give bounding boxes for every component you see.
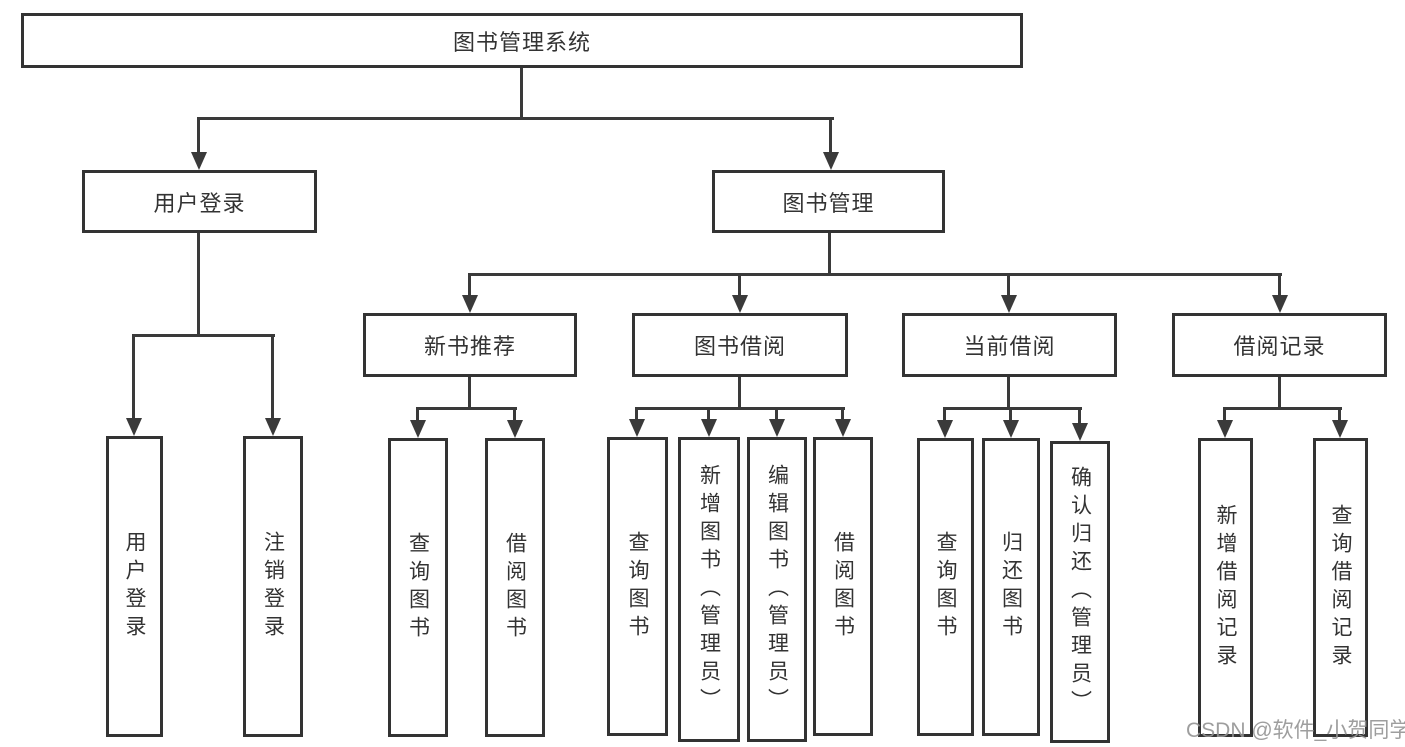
node-label: 借阅图书 xyxy=(831,530,855,643)
arrowhead-down-icon xyxy=(1003,420,1019,438)
connector-vline xyxy=(738,375,741,409)
node-label: 新增图书（管理员） xyxy=(697,463,721,716)
node-label: 确认归还（管理员） xyxy=(1068,466,1092,718)
arrowhead-down-icon xyxy=(462,295,478,313)
connector-vline xyxy=(132,334,135,418)
arrowhead-down-icon xyxy=(126,418,142,436)
node-label: 借阅记录 xyxy=(1233,334,1326,359)
node-leaf-add-book-admin: 新增图书（管理员） xyxy=(678,437,740,742)
connector-hline xyxy=(468,273,1282,276)
node-root: 图书管理系统 xyxy=(21,13,1023,68)
arrowhead-down-icon xyxy=(769,419,785,437)
arrowhead-down-icon xyxy=(823,152,839,170)
connector-vline xyxy=(775,407,778,419)
node-new-book-recommend: 新书推荐 xyxy=(363,313,577,377)
connector-vline xyxy=(468,375,471,409)
connector-vline xyxy=(635,407,638,419)
node-label: 借阅图书 xyxy=(503,531,527,644)
node-label: 查询借阅记录 xyxy=(1329,503,1352,672)
node-label: 当前借阅 xyxy=(963,334,1056,359)
node-label: 图书管理系统 xyxy=(452,29,591,55)
connector-hline xyxy=(943,407,1082,410)
connector-hline xyxy=(197,117,834,120)
node-label: 注销登录 xyxy=(261,530,285,643)
connector-vline xyxy=(1007,273,1010,295)
node-leaf-confirm-return-admin: 确认归还（管理员） xyxy=(1050,441,1110,743)
node-label: 图书管理 xyxy=(782,190,875,216)
arrowhead-down-icon xyxy=(1272,295,1288,313)
connector-vline xyxy=(416,407,419,420)
connector-vline xyxy=(943,407,946,420)
node-book-management: 图书管理 xyxy=(712,170,945,233)
node-label: 编辑图书（管理员） xyxy=(765,463,789,716)
connector-vline xyxy=(513,407,516,420)
node-label: 新书推荐 xyxy=(423,334,516,359)
connector-hline xyxy=(416,407,517,410)
node-leaf-query-book-current: 查询图书 xyxy=(917,438,974,736)
node-label: 查询图书 xyxy=(626,530,649,643)
connector-vline xyxy=(520,66,523,119)
node-label: 图书借阅 xyxy=(693,334,786,359)
arrowhead-down-icon xyxy=(1001,295,1017,313)
node-leaf-query-borrow-record: 查询借阅记录 xyxy=(1313,438,1368,737)
connector-hline xyxy=(1223,407,1342,410)
node-borrowing-records: 借阅记录 xyxy=(1172,313,1387,377)
arrowhead-down-icon xyxy=(701,419,717,437)
connector-vline xyxy=(707,407,710,419)
connector-vline xyxy=(738,273,741,295)
arrowhead-down-icon xyxy=(732,295,748,313)
connector-vline xyxy=(1007,375,1010,409)
node-user-login: 用户登录 xyxy=(82,170,317,233)
connector-vline xyxy=(197,232,200,336)
node-label: 用户登录 xyxy=(153,190,246,216)
node-leaf-query-book-recommend: 查询图书 xyxy=(388,438,448,737)
connector-hline xyxy=(132,334,275,337)
node-leaf-borrow-book-borrow: 借阅图书 xyxy=(813,437,873,736)
connector-vline xyxy=(271,334,274,418)
node-leaf-borrow-book-recommend: 借阅图书 xyxy=(485,438,545,737)
node-label: 查询图书 xyxy=(406,531,430,644)
connector-vline xyxy=(197,117,200,153)
arrowhead-down-icon xyxy=(507,420,523,438)
arrowhead-down-icon xyxy=(835,419,851,437)
connector-vline xyxy=(1338,407,1341,420)
node-label: 新增借阅记录 xyxy=(1214,503,1237,672)
watermark: CSDN @软件_小贺同学 xyxy=(1186,719,1405,742)
connector-vline xyxy=(841,407,844,419)
node-leaf-return-book: 归还图书 xyxy=(982,438,1040,736)
node-leaf-add-borrow-record: 新增借阅记录 xyxy=(1198,438,1253,737)
connector-vline xyxy=(1278,375,1281,409)
connector-vline xyxy=(1009,407,1012,420)
node-book-borrowing: 图书借阅 xyxy=(632,313,848,377)
connector-vline xyxy=(1278,273,1281,295)
node-leaf-logout: 注销登录 xyxy=(243,436,303,737)
arrowhead-down-icon xyxy=(629,419,645,437)
arrowhead-down-icon xyxy=(265,418,281,436)
connector-vline xyxy=(1223,407,1226,420)
arrowhead-down-icon xyxy=(937,420,953,438)
node-label: 归还图书 xyxy=(999,531,1023,643)
arrowhead-down-icon xyxy=(1217,420,1233,438)
arrowhead-down-icon xyxy=(1332,420,1348,438)
node-current-borrowing: 当前借阅 xyxy=(902,313,1117,377)
connector-vline xyxy=(828,232,831,275)
arrowhead-down-icon xyxy=(410,420,426,438)
connector-hline xyxy=(635,407,845,410)
node-leaf-user-login: 用户登录 xyxy=(106,436,163,737)
arrowhead-down-icon xyxy=(191,152,207,170)
node-leaf-edit-book-admin: 编辑图书（管理员） xyxy=(747,437,807,742)
node-leaf-query-book-borrow: 查询图书 xyxy=(607,437,668,736)
node-label: 用户登录 xyxy=(123,530,146,643)
arrowhead-down-icon xyxy=(1072,423,1088,441)
node-label: 查询图书 xyxy=(934,531,957,643)
connector-vline xyxy=(1078,407,1081,423)
connector-vline xyxy=(468,273,471,295)
connector-vline xyxy=(829,117,832,153)
